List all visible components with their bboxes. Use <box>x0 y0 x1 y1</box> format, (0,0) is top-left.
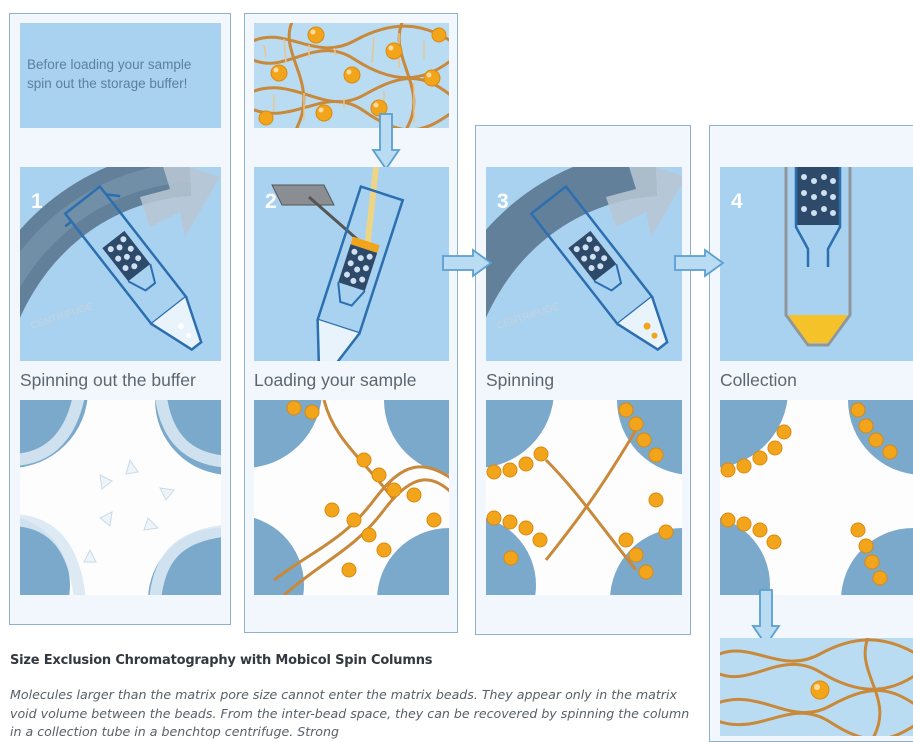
step-4-number: 4 <box>731 190 743 214</box>
step-4-label: Collection <box>720 370 797 391</box>
right-arrow-icon <box>441 248 493 278</box>
storage-buffer-note: Before loading your sample spin out the … <box>27 55 219 93</box>
step-2-illustration <box>254 167 449 361</box>
caption-title: Size Exclusion Chromatography with Mobic… <box>10 653 432 668</box>
sample-mixture-illustration <box>254 23 449 128</box>
spin-column-icon <box>304 187 403 361</box>
collection-tube-icon <box>720 167 913 361</box>
step-1-illustration: CENTRIFUGE <box>20 167 221 361</box>
step-1-label: Spinning out the buffer <box>20 370 196 391</box>
step-1-number: 1 <box>31 190 43 214</box>
step-4-illustration <box>720 167 913 361</box>
bead-matrix-loading-illustration <box>254 400 449 595</box>
step-3-number: 3 <box>497 190 509 214</box>
step-3-illustration: CENTRIFUGE <box>486 167 682 361</box>
bead-matrix-spinning-illustration <box>486 400 682 595</box>
step-2-number: 2 <box>265 190 277 214</box>
bead-matrix-collection-illustration <box>720 400 913 595</box>
centrifuge-label: CENTRIFUGE <box>496 301 562 332</box>
right-arrow-icon <box>673 248 725 278</box>
step-2-label: Loading your sample <box>254 370 416 391</box>
bead-matrix-buffer-illustration <box>20 400 221 595</box>
collected-molecules-illustration <box>720 638 913 736</box>
caption-body: Molecules larger than the matrix pore si… <box>10 686 700 742</box>
down-arrow-icon <box>371 112 401 172</box>
centrifuge-label: CENTRIFUGE <box>30 301 96 332</box>
step-3-label: Spinning <box>486 370 554 391</box>
